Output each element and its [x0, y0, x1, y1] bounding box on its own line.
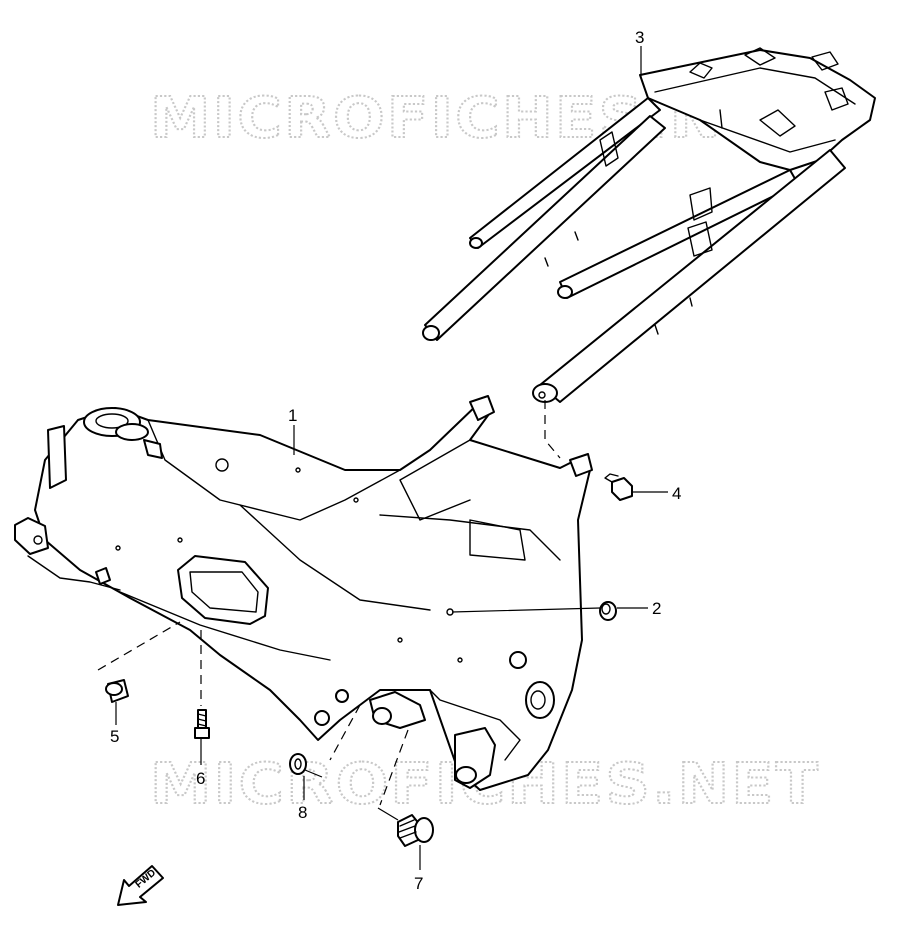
leader-8 [303, 769, 323, 800]
forward-arrow-icon: FWD [117, 865, 164, 906]
cap-part-5 [105, 679, 129, 703]
callout-5: 5 [110, 727, 119, 746]
leader-5a [97, 621, 181, 671]
seat-rail-part-3 [422, 47, 876, 403]
leader-2 [451, 607, 648, 613]
bolt-part-7 [397, 814, 434, 847]
leader-7a [379, 729, 409, 806]
callout-8: 8 [298, 803, 307, 822]
callout-7: 7 [414, 874, 423, 893]
bolt-part-6 [194, 709, 210, 739]
leader-7 [377, 807, 421, 870]
frame-part-1 [14, 395, 593, 791]
leader-8a [329, 704, 361, 761]
leader-4a [544, 400, 561, 459]
callout-4: 4 [672, 484, 681, 503]
callout-6: 6 [196, 769, 205, 788]
callout-3: 3 [635, 28, 644, 47]
plug-part-2 [599, 601, 617, 621]
washer-part-8 [289, 753, 307, 775]
callout-2: 2 [652, 599, 661, 618]
seat-rail-bolt-part-4 [604, 473, 633, 501]
callout-1: 1 [288, 406, 297, 425]
